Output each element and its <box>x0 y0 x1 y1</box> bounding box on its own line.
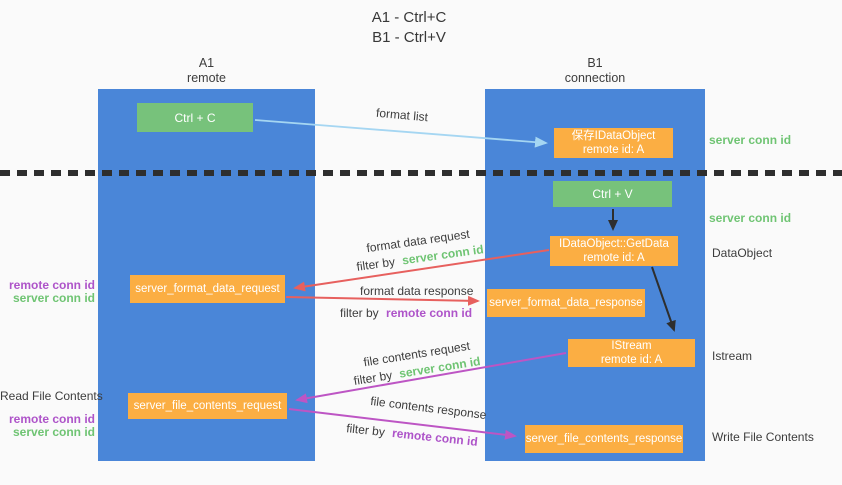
column-header-a1: A1 remote <box>98 56 315 86</box>
arrow-format-data-request <box>293 249 550 292</box>
node-idataobject-getdata-line1: IDataObject::GetData <box>559 238 669 250</box>
left-label-remote-conn-id-2: remote conn id <box>8 412 95 426</box>
node-save-idataobject-line2: remote id: A <box>582 144 645 156</box>
node-server-format-data-request-label: server_format_data_request <box>135 283 280 295</box>
left-label-read-file-contents: Read File Contents <box>0 389 103 403</box>
diagram-title: A1 - Ctrl+C B1 - Ctrl+V <box>0 8 818 48</box>
column-a1-name: A1 <box>198 56 215 70</box>
node-server-file-contents-response: server_file_contents_response <box>525 425 683 453</box>
label-filter-by-remote-conn-id-1: filter by remote conn id <box>340 306 472 320</box>
right-label-server-conn-id-1: server conn id <box>709 133 792 147</box>
node-ctrl-v: Ctrl + V <box>553 181 672 207</box>
column-a1-role: remote <box>187 71 226 85</box>
node-ctrl-c-label: Ctrl + C <box>174 110 216 125</box>
node-istream-line1: IStream <box>611 340 652 352</box>
arrow-file-contents-request <box>295 352 567 404</box>
node-idataobject-getdata: IDataObject::GetData remote id: A <box>550 236 678 266</box>
node-server-file-contents-response-label: server_file_contents_response <box>525 433 683 445</box>
column-header-b1: B1 connection <box>485 56 705 86</box>
node-save-idataobject: 保存IDataObject remote id: A <box>554 128 673 158</box>
arrow-format-data-response <box>285 295 480 306</box>
right-label-server-conn-id-2: server conn id <box>709 211 792 225</box>
node-server-file-contents-request: server_file_contents_request <box>128 393 287 419</box>
column-b1-role: connection <box>564 71 626 85</box>
right-label-write-file-contents: Write File Contents <box>712 430 814 444</box>
node-server-format-data-response-label: server_format_data_response <box>489 297 643 309</box>
left-label-server-conn-id-2: server conn id <box>12 425 95 439</box>
node-save-idataobject-line1: 保存IDataObject <box>571 130 656 142</box>
arrow-file-contents-response <box>288 408 517 440</box>
node-idataobject-getdata-line2: remote id: A <box>583 252 645 264</box>
right-label-istream: Istream <box>712 349 753 363</box>
column-b1-name: B1 <box>587 56 603 70</box>
left-label-server-conn-id-1: server conn id <box>12 291 95 305</box>
arrow-format-list <box>254 119 548 148</box>
node-ctrl-v-label: Ctrl + V <box>592 187 633 201</box>
dotted-divider <box>0 170 842 176</box>
node-istream-line2: remote id: A <box>600 354 663 366</box>
title-line-1: A1 - Ctrl+C <box>371 9 447 26</box>
arrow-getdata-to-istream <box>651 266 676 332</box>
node-server-file-contents-request-label: server_file_contents_request <box>133 400 282 412</box>
right-label-dataobject: DataObject <box>712 246 773 260</box>
label-format-data-response: format data response <box>360 284 474 298</box>
node-ctrl-c: Ctrl + C <box>137 103 253 132</box>
remote-conn-id-text: remote conn id <box>386 306 473 320</box>
node-istream: IStream remote id: A <box>568 339 695 367</box>
filter-by-text: filter by <box>340 306 379 320</box>
title-line-2: B1 - Ctrl+V <box>372 29 446 46</box>
node-server-format-data-request: server_format_data_request <box>130 275 285 303</box>
node-server-format-data-response: server_format_data_response <box>487 289 645 317</box>
left-label-remote-conn-id-1: remote conn id <box>8 278 95 292</box>
